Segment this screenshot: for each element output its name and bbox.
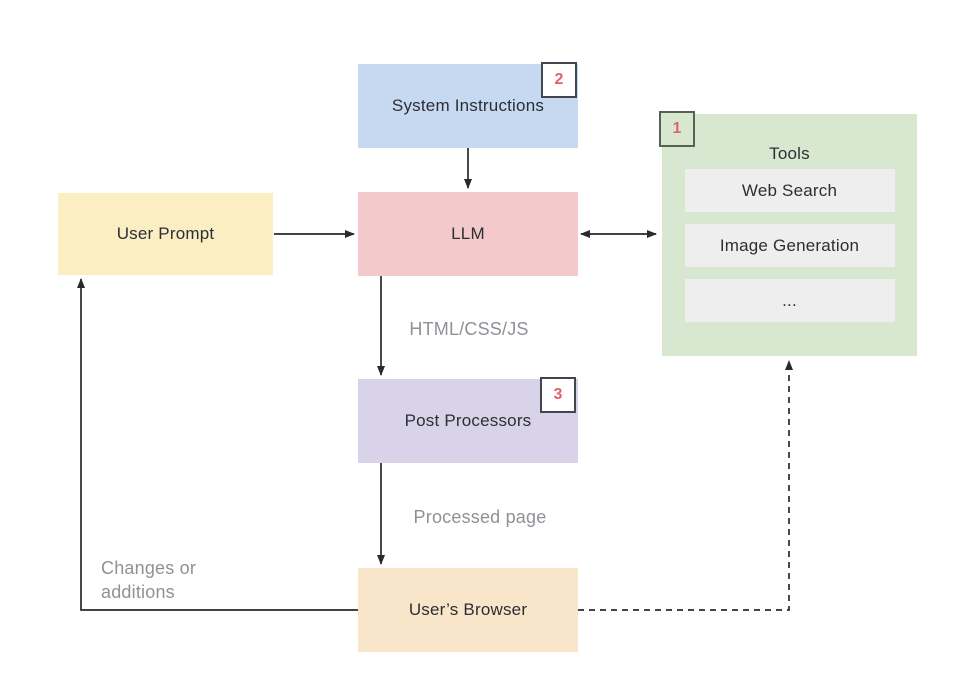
tool-item-image-generation: Image Generation [684,224,895,267]
tools-title: Tools [769,144,810,163]
edge-label-processed-page: Processed page [413,507,547,527]
users-browser-box: User’s Browser [358,568,578,652]
tools-item-list: Web Search Image Generation ... [684,169,895,322]
post-processors-box: Post Processors 3 [358,377,578,463]
post-processors-label: Post Processors [404,411,532,430]
edge-browser-to-tools-dashed [578,360,793,611]
step-badge-2: 2 [541,62,577,98]
step-badge-3: 3 [540,377,576,413]
tool-item-web-search: Web Search [684,169,895,212]
llm-box: LLM [358,192,578,276]
system-instructions-label: System Instructions [391,96,545,115]
step-badge-1: 1 [659,111,695,147]
tool-item-more: ... [684,279,895,322]
tools-box: Tools Web Search Image Generation ... 1 [659,111,917,356]
users-browser-label: User’s Browser [408,600,528,619]
edge-label-html-css-js: HTML/CSS/JS [409,319,529,339]
user-prompt-box: User Prompt [58,193,273,275]
edge-label-changes-or-additions: Changes or additions [101,558,197,602]
user-prompt-label: User Prompt [116,224,215,243]
system-instructions-box: System Instructions 2 [358,62,578,148]
llm-label: LLM [451,224,485,243]
